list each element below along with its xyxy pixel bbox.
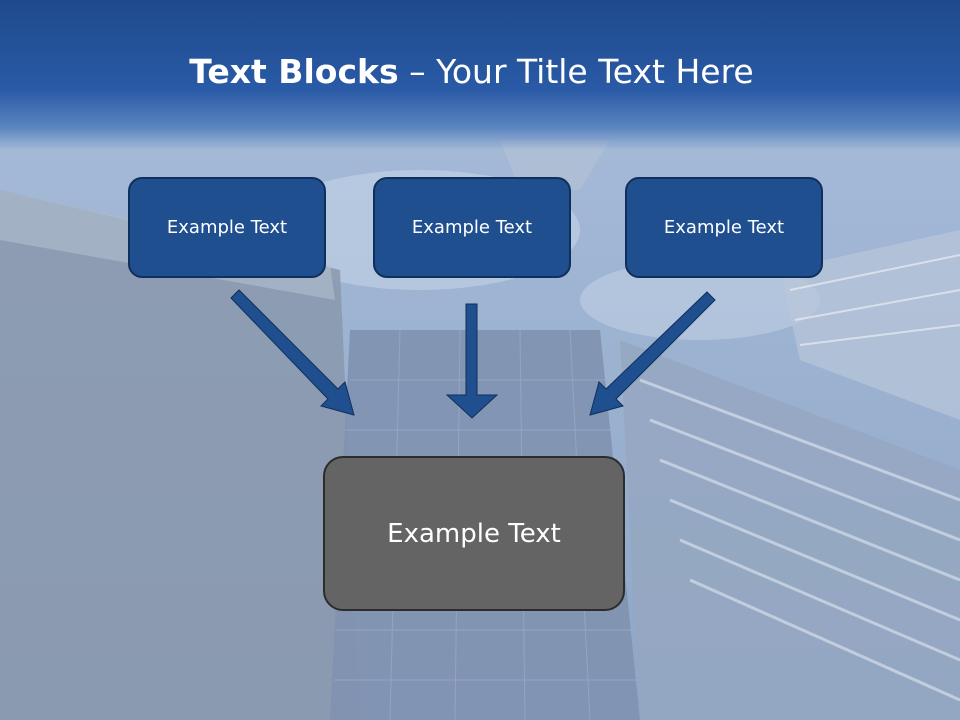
text-block-left[interactable]: Example Text xyxy=(128,177,326,278)
text-block-right[interactable]: Example Text xyxy=(625,177,823,278)
title-rest-part: Your Title Text Here xyxy=(436,52,754,91)
result-block-label: Example Text xyxy=(387,518,561,549)
text-block-label: Example Text xyxy=(411,217,533,238)
title-bold-part: Text Blocks xyxy=(189,52,399,91)
text-block-label: Example Text xyxy=(166,217,288,238)
slide-title: Text Blocks – Your Title Text Here xyxy=(0,52,943,91)
title-banner xyxy=(0,0,960,150)
text-block-label: Example Text xyxy=(663,217,785,238)
title-dash: – xyxy=(398,52,437,91)
result-block[interactable]: Example Text xyxy=(323,456,625,611)
text-block-center[interactable]: Example Text xyxy=(373,177,571,278)
